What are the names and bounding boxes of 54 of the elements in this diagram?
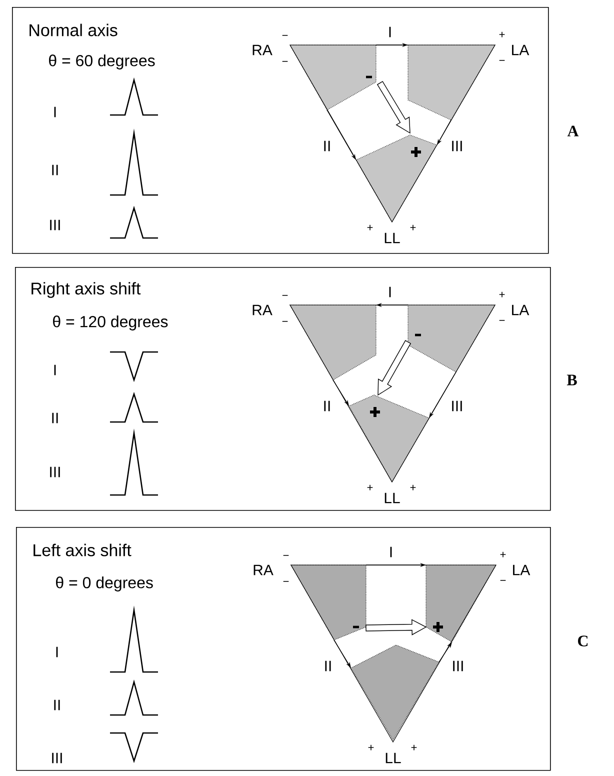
angle-text: θ = 0 degrees [56,576,153,592]
electrode-label: RA [252,44,272,56]
polarity-sign: − [499,60,505,61]
polarity-sign: + [499,32,505,38]
lead-label: II [324,400,330,412]
polarity-sign: − [282,294,288,296]
lead-label: III [52,752,62,764]
lead-label: II [54,700,60,710]
polarity-sign: − [282,320,288,322]
angle-text: θ = 60 degrees [49,54,155,70]
polarity-sign: + [368,744,374,750]
electrode-label: RA [254,564,274,576]
lead-label: I [56,646,58,658]
lead-label: III [452,400,462,412]
panel-title: Right axis shift [32,282,141,298]
electrode-label: LA [513,564,530,576]
lead-label: II [325,660,331,672]
lead-label: II [52,164,58,176]
angle-text: θ = 120 degrees [53,316,168,330]
lead-label: I [389,26,391,38]
lead-label: II [52,412,58,424]
panel-letter: B [566,374,577,386]
polarity-sign: + [410,484,416,490]
lead-label: II [324,140,330,152]
polarity-sign: + [499,292,505,298]
lead-label: III [50,220,60,230]
polarity-sign: − [283,554,289,556]
panel-letter: A [567,126,579,136]
electrode-label: RA [252,304,272,316]
electrode-label: LA [512,44,530,56]
lead-label: I [389,286,391,298]
polarity-sign: − [499,320,505,321]
polarity-sign: − [282,60,288,62]
lead-label: III [452,140,462,152]
polarity-sign: + [367,484,373,490]
electrode-label: LL [384,492,400,504]
panel-title: Normal axis [30,24,118,36]
polarity-sign: + [367,224,373,230]
panel-letter: C [578,636,588,646]
polarity-sign: − [283,580,289,582]
panel-title: Left axis shift [34,544,132,556]
polarity-sign: + [410,224,416,230]
lead-label: I [54,106,56,118]
electrode-label: LL [386,752,401,764]
polarity-sign: + [500,552,506,558]
lead-label: I [54,364,56,376]
lead-label: I [390,546,392,558]
electrode-label: LL [384,232,400,244]
electrode-label: LA [512,304,530,316]
polarity-sign: − [500,580,506,581]
polarity-sign: − [282,34,288,36]
polarity-sign: + [411,744,417,750]
lead-label: III [50,466,60,478]
lead-label: III [453,660,463,672]
